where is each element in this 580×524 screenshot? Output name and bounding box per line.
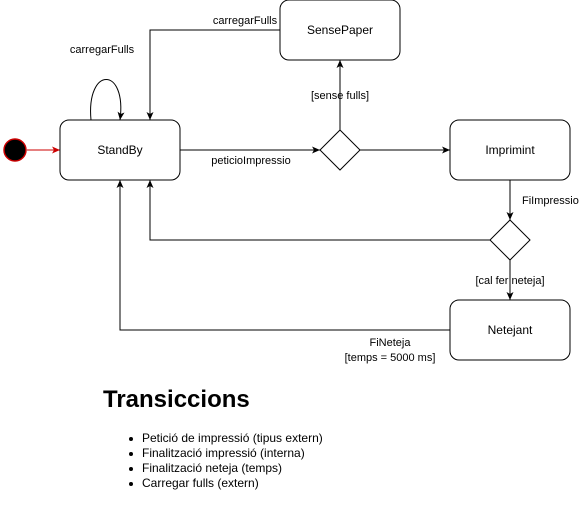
label-fi-neteja: FiNeteja (370, 337, 412, 349)
label-fi-impressio: FiImpressio (522, 195, 579, 207)
edge-choice-to-standby (146, 180, 490, 241)
state-standby-label: StandBy (97, 143, 142, 157)
label-sensepaper-to-standby: carregarFulls (213, 15, 278, 27)
state-imprimint: Imprimint (449, 119, 571, 181)
choice-after-peticio (319, 129, 361, 171)
transition-item: Petició de impressió (tipus extern) (129, 431, 323, 445)
label-peticio: peticioImpressio (211, 155, 290, 167)
transition-item: Carregar fulls (extern) (129, 476, 323, 491)
state-netejant: Netejant (449, 299, 571, 361)
state-netejant-label: Netejant (488, 323, 533, 337)
state-imprimint-label: Imprimint (485, 143, 535, 157)
transition-item: Finalització neteja (temps) (129, 461, 323, 476)
choice-after-impressio (489, 219, 531, 261)
label-sense-fulls: [sense fulls] (311, 90, 369, 102)
state-standby: StandBy (59, 119, 181, 181)
label-cal-fer-neteja: [cal fer neteja] (475, 275, 544, 287)
initial-state (3, 138, 27, 162)
edge-self-loop (90, 79, 125, 121)
state-sensepaper-label: SensePaper (307, 23, 373, 37)
label-temps: [temps = 5000 ms] (345, 352, 436, 364)
edge-netejant-to-standby (116, 180, 450, 331)
edge-sensepaper-to-standby (146, 29, 280, 120)
transitions-list: Petició de impressió (tipus extern) Fina… (0, 431, 323, 491)
state-diagram: StandBy SensePaper Imprimint Netejant ca… (3, 0, 579, 364)
state-sensepaper: SensePaper (279, 0, 401, 61)
transition-item: Finalització impressió (interna) (129, 446, 323, 461)
label-self-loop: carregarFulls (70, 44, 135, 56)
transitions-heading: Transiccions (103, 386, 250, 413)
